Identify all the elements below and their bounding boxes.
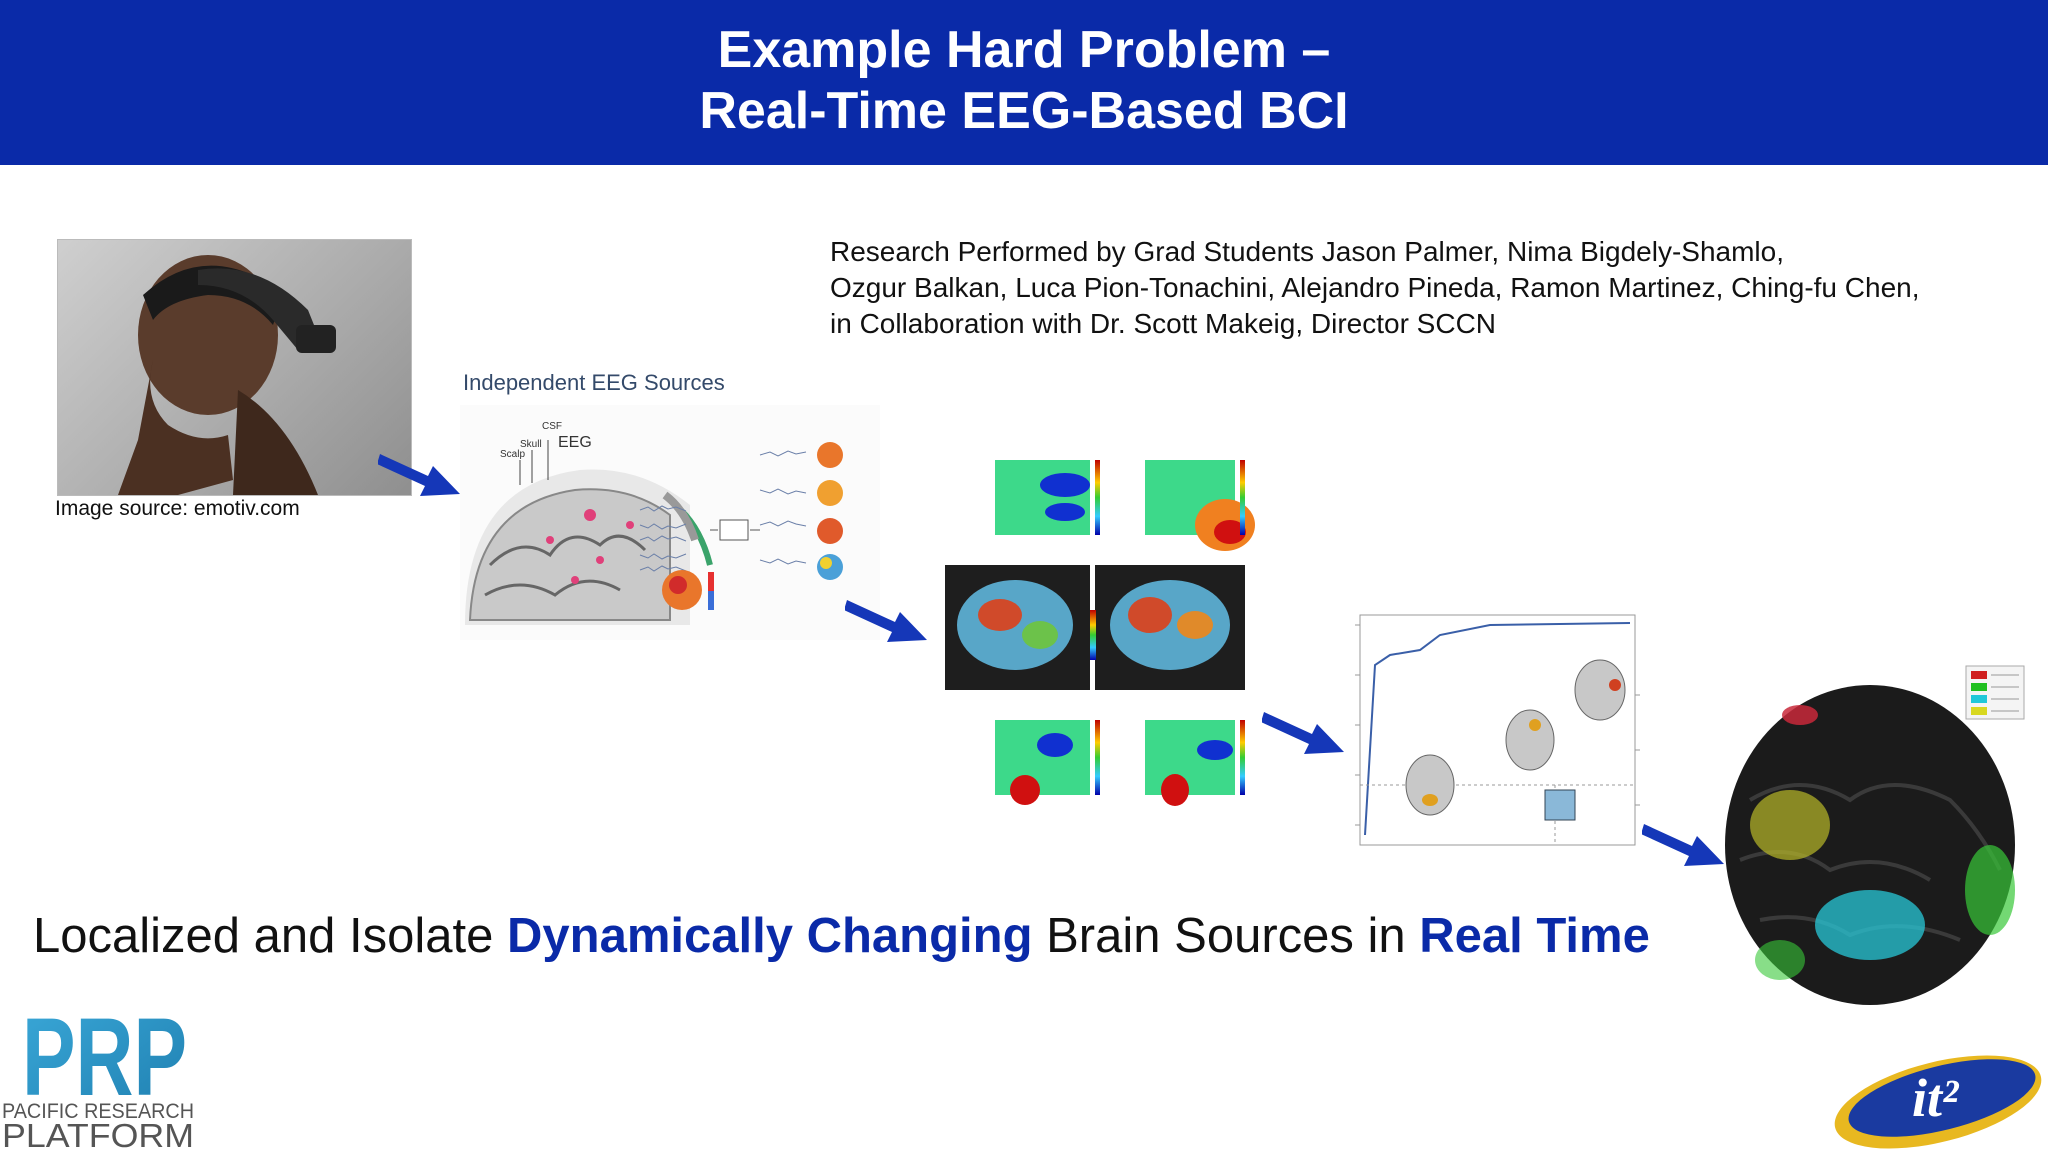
tagline-part-2: Brain Sources in <box>1032 909 1420 963</box>
arrow-right-icon <box>845 600 927 642</box>
title-underline <box>0 163 2048 165</box>
it2-logo: it² <box>1834 1055 2042 1149</box>
tagline-highlight-2: Real Time <box>1419 909 1650 963</box>
label-skull: Skull <box>520 439 542 450</box>
prp-logo: PRP PACIFIC RESEARCH PLATFORM <box>2 996 194 1152</box>
arrow-right-icon <box>1642 824 1724 866</box>
prp-logo-line-1: PACIFIC RESEARCH <box>2 1100 194 1123</box>
arrow-right-icon <box>378 454 460 496</box>
credits-line-2: Ozgur Balkan, Luca Pion-Tonachini, Aleja… <box>830 272 1920 303</box>
slide-title-bar: Example Hard Problem – Real-Time EEG-Bas… <box>0 0 2048 163</box>
slide-title-line-2: Real-Time EEG-Based BCI <box>699 82 1349 140</box>
credits-line-1: Research Performed by Grad Students Jaso… <box>830 236 1784 267</box>
photo-caption: Image source: emotiv.com <box>55 497 300 520</box>
time-frequency-and-source-figure <box>945 460 1255 806</box>
tagline-part-1: Localized and Isolate <box>33 909 507 963</box>
label-csf: CSF <box>542 421 562 432</box>
slide-title-line-1: Example Hard Problem – <box>717 21 1331 79</box>
optimization-plot-figure <box>1355 614 1640 846</box>
prp-logo-mark: PRP <box>22 996 187 1119</box>
it2-logo-text: it² <box>1912 1068 1960 1128</box>
eeg-sources-diagram: Scalp Skull CSF EEG <box>460 405 880 640</box>
slide-tagline: Localized and Isolate Dynamically Changi… <box>33 906 1650 966</box>
credits-line-3: in Collaboration with Dr. Scott Makeig, … <box>830 308 1497 339</box>
domain-legend-swatches <box>1965 665 2025 720</box>
eeg-sources-title: Independent EEG Sources <box>463 370 725 395</box>
arrow-right-icon <box>1262 712 1344 754</box>
prp-logo-line-2: PLATFORM <box>2 1117 194 1152</box>
3d-brain-render <box>1725 685 2015 1005</box>
label-eeg: EEG <box>558 434 592 451</box>
eeg-headset-photo <box>57 239 412 496</box>
tagline-highlight-1: Dynamically Changing <box>507 909 1033 963</box>
label-scalp: Scalp <box>500 449 525 460</box>
research-credits: Research Performed by Grad Students Jaso… <box>830 234 2030 342</box>
person-silhouette <box>118 255 336 495</box>
